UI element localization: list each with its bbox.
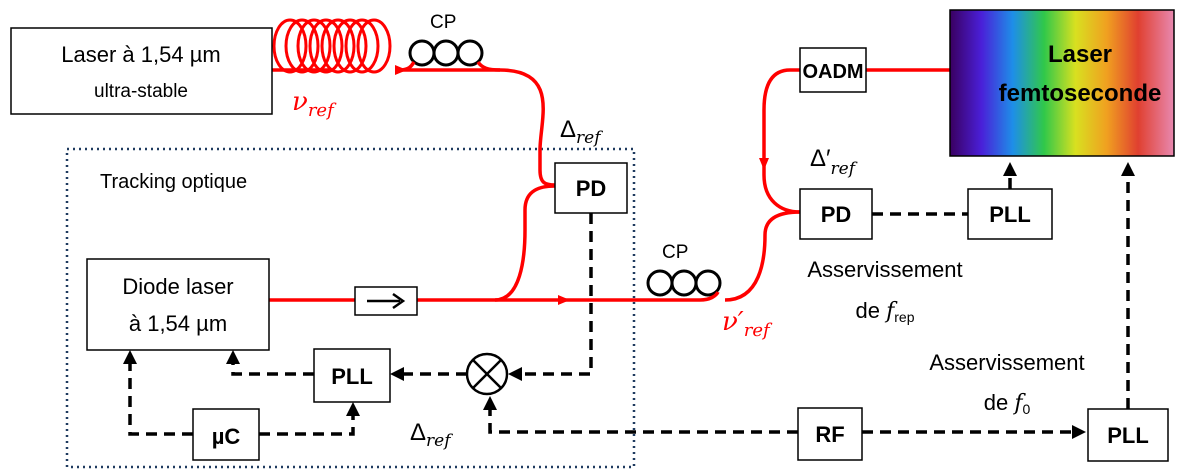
- femto-laser-title: Laser: [1048, 41, 1112, 68]
- diode-laser: Diode laser à 1,54 µm: [86, 258, 270, 351]
- polarization-controller-bottom-icon: [646, 269, 722, 302]
- pll-rep-label: PLL: [989, 202, 1031, 227]
- polarization-controller-top-icon: [399, 39, 501, 72]
- fiber-paths: [269, 65, 950, 305]
- delta-ref-top-label: Δref: [560, 116, 603, 148]
- lock-rep-subtitle: de frep: [856, 298, 915, 325]
- photodiode-rep: PD: [799, 188, 873, 240]
- signal-paths: [123, 162, 1135, 439]
- isolator-icon: [354, 286, 418, 316]
- diode-laser-subtitle: à 1,54 µm: [129, 311, 227, 336]
- nu-ref-prime-label: ν′ref: [722, 307, 773, 341]
- lock-zero-title: Asservissement: [929, 350, 1084, 375]
- ultra-stable-laser-title: Laser à 1,54 µm: [61, 42, 220, 67]
- mixer-icon: [465, 352, 509, 396]
- femtosecond-laser: Laser femtoseconde: [949, 9, 1175, 157]
- pll-rep: PLL: [967, 188, 1053, 240]
- lock-rep-title: Asservissement: [807, 257, 962, 282]
- pll-zero: PLL: [1087, 408, 1169, 462]
- nu-ref-label: νref: [292, 87, 337, 121]
- oadm: OADM: [799, 47, 867, 93]
- rf-label: RF: [815, 422, 844, 447]
- microcontroller-label: µC: [212, 424, 241, 449]
- cp-label-bottom: CP: [662, 242, 688, 263]
- delta-ref-bottom-label: Δref: [410, 419, 453, 451]
- photodiode-tracking: PD: [554, 162, 628, 214]
- rf-source: RF: [797, 407, 863, 461]
- oadm-label: OADM: [802, 61, 863, 83]
- lock-zero-subtitle: de f0: [984, 390, 1031, 417]
- pd-tracking-label: PD: [576, 176, 607, 201]
- tracking-frame: [65, 147, 636, 469]
- pll-zero-label: PLL: [1107, 423, 1149, 448]
- tracking-label: Tracking optique: [100, 171, 247, 193]
- microcontroller: µC: [192, 408, 260, 461]
- femto-laser-subtitle: femtoseconde: [999, 80, 1162, 107]
- ultra-stable-laser-subtitle: ultra-stable: [94, 81, 188, 102]
- fiber-spool-icon: [272, 18, 392, 74]
- pd-rep-label: PD: [821, 202, 852, 227]
- pll-tracking: PLL: [313, 348, 391, 403]
- pll-tracking-label: PLL: [331, 364, 373, 389]
- diode-laser-title: Diode laser: [122, 274, 233, 299]
- cp-label-top: CP: [430, 12, 456, 33]
- ultra-stable-laser: Laser à 1,54 µm ultra-stable: [10, 27, 273, 115]
- delta-ref-prime-label: Δ′ref: [810, 145, 858, 179]
